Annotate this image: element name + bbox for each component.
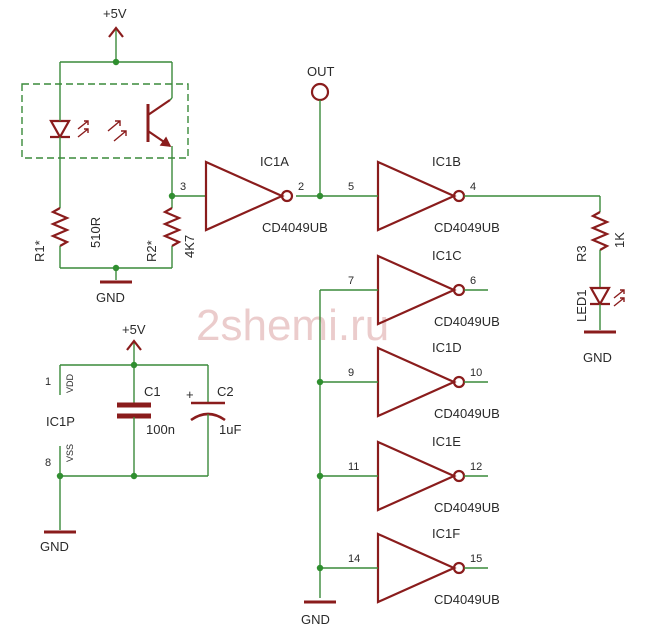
ic1p-vdd-label: VDD: [65, 373, 75, 393]
out-label: OUT: [307, 64, 335, 79]
ic1p-pin-vss: 8: [45, 457, 51, 469]
supply-top-label: +5V: [103, 6, 127, 21]
led1-name: LED1: [574, 289, 589, 322]
resistor-r1: R1* 510R: [32, 160, 103, 268]
gate-ic1c: IC1C CD4049UB 7 6: [320, 248, 500, 329]
gate-in-pin: 7: [348, 275, 354, 287]
gate-in-pin: 9: [348, 367, 354, 379]
supply-bottom-label: +5V: [122, 322, 146, 337]
gate-out-pin: 4: [470, 181, 476, 193]
gate-out-pin: 15: [470, 553, 482, 565]
r1-name: R1*: [32, 240, 47, 262]
c2-name: C2: [217, 384, 234, 399]
gate-part: CD4049UB: [434, 406, 500, 421]
gate-part: CD4049UB: [434, 500, 500, 515]
gate-name: IC1E: [432, 434, 461, 449]
c2-value: 1uF: [219, 422, 241, 437]
gate-part: CD4049UB: [434, 220, 500, 235]
ic1p-name: IC1P: [46, 414, 75, 429]
c2-polarity: +: [186, 387, 194, 402]
gnd-label-bus: GND: [301, 612, 330, 627]
gnd-label-led: GND: [583, 350, 612, 365]
ic1p-pin-vdd: 1: [45, 376, 51, 388]
gate-in-pin: 11: [348, 461, 359, 473]
output-terminal: OUT: [307, 64, 335, 196]
watermark: 2shemi.ru: [196, 301, 389, 350]
gate-part: CD4049UB: [434, 592, 500, 607]
inverter-bubble: [280, 189, 294, 203]
gate-out-pin: 12: [470, 461, 482, 473]
r3-name: R3: [574, 245, 589, 262]
gate-part: CD4049UB: [434, 314, 500, 329]
gate-in-pin: 3: [180, 181, 186, 193]
gate-ic1a: IC1A CD4049UB 3 2: [180, 154, 328, 235]
ic1p-vss-label: VSS: [65, 444, 75, 462]
c1-value: 100n: [146, 422, 175, 437]
optocoupler: [21, 83, 189, 186]
r2-value: 4K7: [182, 235, 197, 258]
gate-name: IC1C: [432, 248, 462, 263]
gate-name: IC1B: [432, 154, 461, 169]
c1-name: C1: [144, 384, 161, 399]
gate-ic1d: IC1D CD4049UB 9 10: [320, 340, 500, 421]
gnd-label-1: GND: [96, 290, 125, 305]
power-section: +5V C1 100n + C2 1uF 1 8 VDD VSS IC1P GN…: [40, 322, 241, 554]
gate-out-pin: 6: [470, 275, 476, 287]
gate-name: IC1D: [432, 340, 462, 355]
gate-in-pin: 5: [348, 181, 354, 193]
r3-value: 1K: [612, 232, 627, 248]
inverter-triangle: [204, 160, 285, 232]
gate-ic1f: IC1F CD4049UB 14 15: [320, 526, 500, 607]
gate-in-pin: 14: [348, 553, 360, 565]
led1: LED1 GND: [574, 286, 625, 365]
gate-out-pin: 10: [470, 367, 482, 379]
gate-name: IC1F: [432, 526, 460, 541]
resistor-r3: R3 1K: [574, 196, 627, 288]
gate-ic1e: IC1E CD4049UB 11 12: [320, 434, 500, 515]
r2-name: R2*: [144, 240, 159, 262]
gate-part: CD4049UB: [262, 220, 328, 235]
gate-ic1b: IC1B CD4049UB 5 4: [348, 154, 500, 235]
supply-top: +5V: [103, 6, 127, 62]
gnd-label-power: GND: [40, 539, 69, 554]
gate-out-pin: 2: [298, 181, 304, 193]
gate-name: IC1A: [260, 154, 289, 169]
r1-value: 510R: [88, 217, 103, 248]
